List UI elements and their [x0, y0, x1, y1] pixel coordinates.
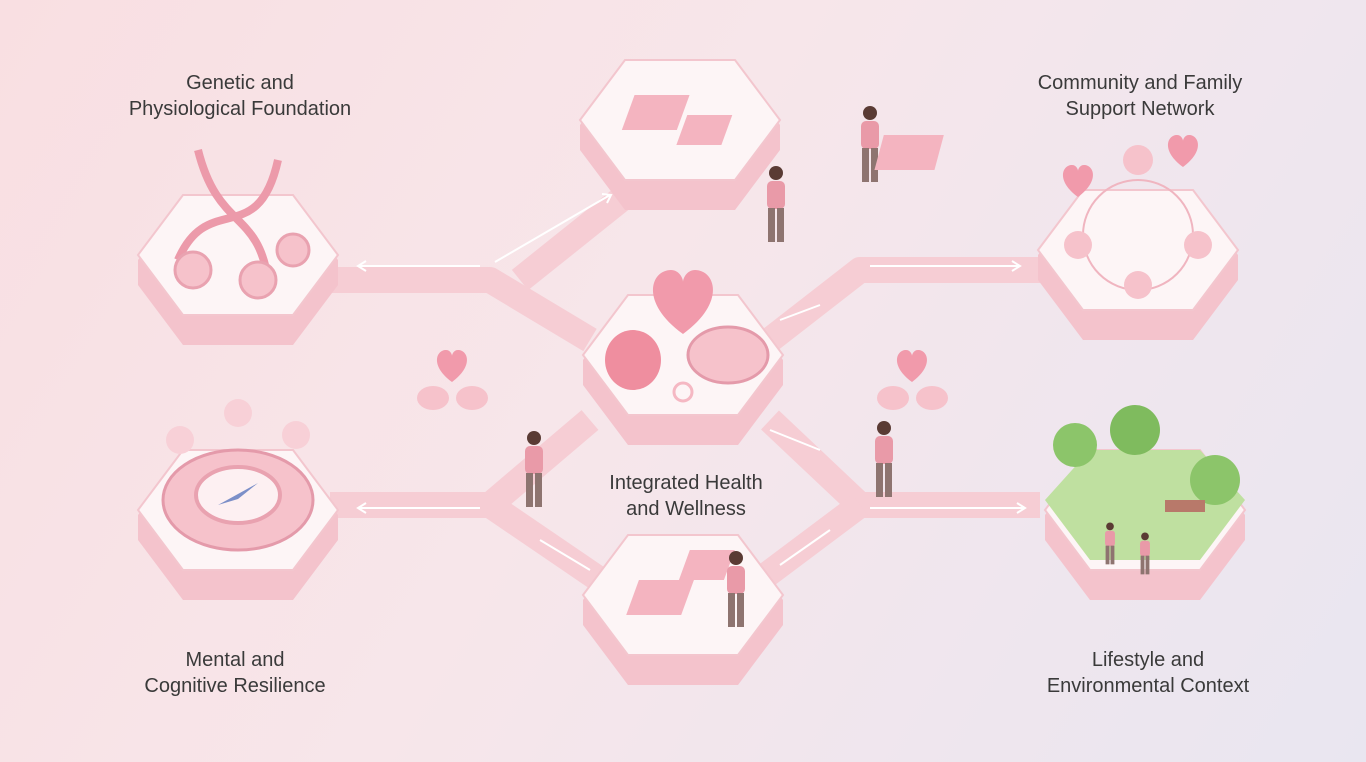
label-community: Community and Family Support Network	[1038, 70, 1243, 122]
brain-icon	[417, 386, 449, 410]
label-line: Integrated Health	[609, 472, 763, 494]
person-icon	[767, 166, 785, 242]
puzzle-piece-icon	[874, 135, 944, 170]
person-icon	[861, 106, 879, 182]
person-icon	[875, 421, 893, 497]
tile-mental	[137, 399, 339, 601]
smiley-icon	[166, 426, 194, 454]
tile-center	[582, 270, 784, 446]
label-line: Physiological Foundation	[128, 98, 352, 120]
label-genetic: Genetic and Physiological Foundation	[129, 70, 351, 122]
avatar-icon	[1123, 145, 1153, 175]
label-line: Cognitive Resilience	[144, 675, 326, 697]
dna-icon	[174, 149, 282, 281]
tile-genetic	[137, 149, 339, 346]
label-lifestyle: Lifestyle and Environmental Context	[1047, 647, 1249, 699]
sun-icon	[672, 381, 694, 403]
heart-icon	[437, 350, 467, 382]
tile-community	[1037, 135, 1239, 341]
label-line: Environmental Context	[1046, 675, 1250, 697]
arrows	[356, 193, 1027, 571]
puzzle-piece-icon	[626, 580, 694, 615]
label-mental: Mental and Cognitive Resilience	[144, 647, 325, 699]
puzzle-piece-icon	[621, 95, 690, 130]
tile-puzzle-top	[579, 59, 781, 211]
label-line: Genetic and	[186, 72, 294, 94]
cell-icon	[173, 250, 213, 290]
label-line: Lifestyle and	[1091, 649, 1205, 671]
label-center: Integrated Health and Wellness	[609, 470, 762, 522]
brain-icon	[877, 386, 909, 410]
heart-icon	[897, 350, 927, 382]
bench-icon	[1165, 500, 1205, 512]
anatomical-heart-icon	[605, 330, 661, 390]
person-icon	[525, 431, 543, 507]
label-line: and Wellness	[626, 498, 746, 520]
tree-icon	[1053, 423, 1097, 467]
label-line: Community and Family	[1037, 72, 1243, 94]
tile-lifestyle	[1044, 405, 1246, 601]
tile-puzzle-bottom	[582, 534, 784, 686]
label-line: Mental and	[185, 649, 285, 671]
label-line: Support Network	[1065, 98, 1215, 120]
brain-icon	[686, 325, 770, 385]
